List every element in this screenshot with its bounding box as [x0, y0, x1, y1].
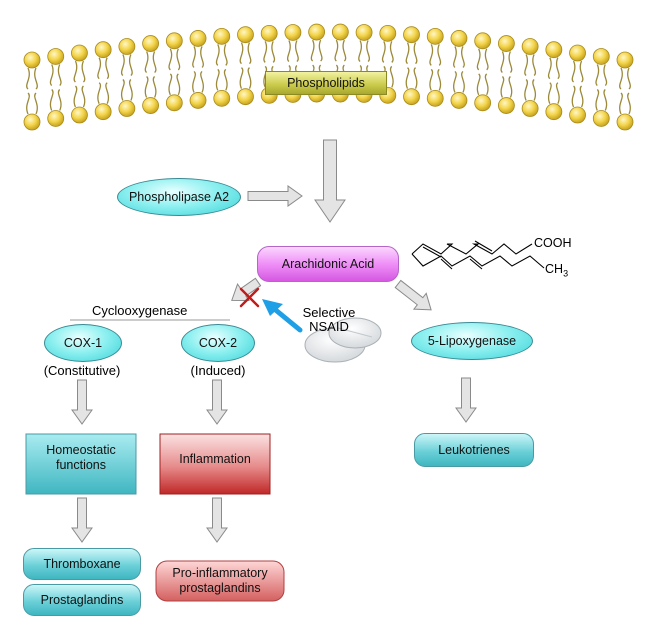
lipid-molecule: [142, 35, 160, 114]
nsaid-label-line2: NSAID: [309, 319, 349, 334]
cox1-node: COX-1: [44, 324, 122, 362]
homeostatic-down-arrow: [71, 497, 93, 543]
nsaid-inhibition-arrow: [262, 299, 303, 333]
cox2-down-arrow: [206, 379, 228, 425]
lipid-molecule: [450, 30, 468, 109]
phospholipids-label: Phospholipids: [265, 71, 387, 95]
lipid-molecule: [71, 44, 88, 124]
lipid-molecule: [569, 44, 586, 124]
cyclooxygenase-label: Cyclooxygenase: [92, 303, 188, 318]
lipid-molecule: [118, 38, 136, 117]
lipid-molecule: [189, 30, 207, 109]
pro-inflammatory-pill: [155, 560, 285, 602]
nsaid-label-line1: Selective: [302, 305, 356, 320]
cooh-label: COOH: [534, 236, 572, 250]
lipid-molecule: [23, 51, 41, 131]
inflammation-text: Inflammation: [179, 452, 251, 466]
prostaglandins-node: Prostaglandins: [23, 584, 141, 616]
lipid-molecule: [521, 38, 539, 117]
inhibition-cross-icon: [239, 287, 260, 308]
cox2-note: (Induced): [190, 363, 246, 378]
lipid-molecule: [474, 32, 492, 112]
pla2-arrow: [247, 185, 303, 207]
phospholipase-a2-node: Phospholipase A2: [117, 178, 241, 216]
lipid-molecule: [426, 27, 444, 107]
lox-down-arrow: [455, 377, 477, 423]
leukotrienes-node: Leukotrienes: [414, 433, 534, 467]
5-lipoxygenase-node: 5-Lipoxygenase: [411, 322, 533, 360]
lipid-molecule: [545, 41, 563, 121]
arachidonic-to-cox-arrow: [231, 277, 262, 302]
cox2-node: COX-2: [181, 324, 255, 362]
pathway-arrows: [71, 139, 477, 543]
inflammation-down-arrow: [206, 497, 228, 543]
lipid-molecule: [237, 26, 254, 106]
lipid-molecule: [592, 48, 610, 127]
cox1-note: (Constitutive): [43, 363, 121, 378]
arachidonic-acid-node: Arachidonic Acid: [257, 246, 399, 282]
thromboxane-node: Thromboxane: [23, 548, 141, 580]
ch3-label: CH3: [545, 262, 569, 279]
inflammation-box: [159, 433, 271, 495]
lipid-molecule: [497, 35, 515, 114]
lipid-molecule: [213, 27, 231, 107]
lipid-molecule: [47, 48, 65, 127]
lipid-molecule: [403, 26, 420, 106]
lipid-molecule: [616, 51, 634, 131]
lipid-molecule: [165, 32, 183, 112]
arachidonic-to-lox-arrow: [394, 279, 432, 311]
cox1-down-arrow: [71, 379, 93, 425]
arachidonic-acid-structure: [411, 240, 545, 270]
membrane-to-arachidonic-arrow: [314, 139, 346, 223]
lipid-molecule: [94, 41, 112, 121]
homeostatic-box: [25, 433, 137, 495]
nsaid-tablets: [304, 317, 382, 363]
